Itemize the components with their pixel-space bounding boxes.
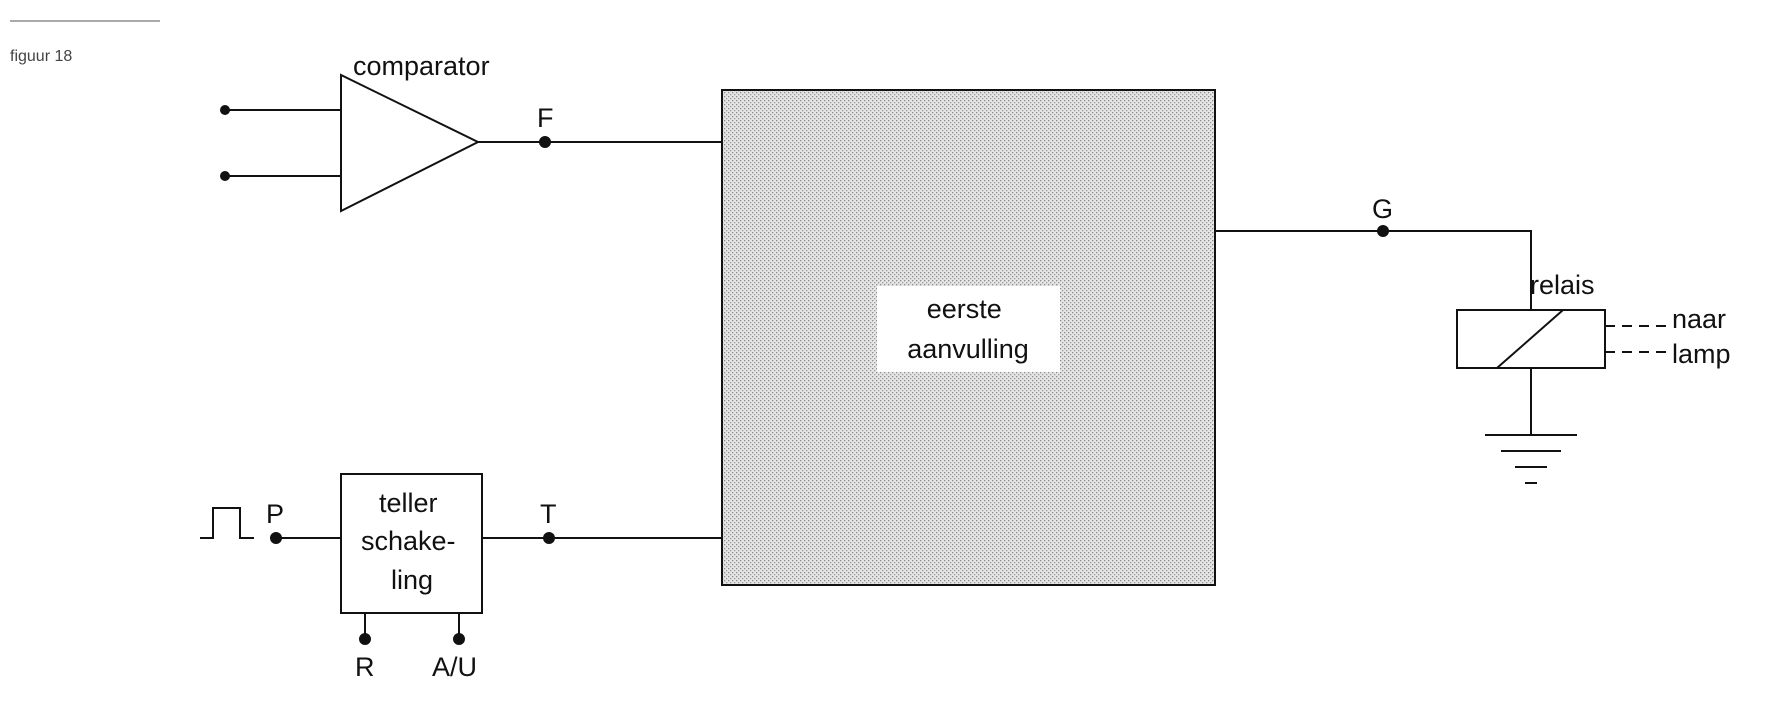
label-F: F	[537, 103, 554, 133]
node-AU	[453, 633, 465, 645]
label-G: G	[1372, 194, 1393, 224]
counter-group: P teller schake- ling T R A/U	[200, 473, 722, 682]
naar-label: naar	[1672, 304, 1726, 334]
counter-label-line-1: teller	[379, 488, 438, 518]
block-label-background	[877, 286, 1060, 372]
label-P: P	[266, 499, 284, 529]
block-label: eerste aanvulling	[907, 294, 1029, 364]
node-F	[539, 136, 551, 148]
relais-label: relais	[1530, 270, 1595, 300]
counter-label-line-2: schake-	[361, 526, 456, 556]
output-relay-group: G relais naar lamp	[1215, 194, 1731, 484]
label-T: T	[540, 499, 557, 529]
lamp-label: lamp	[1672, 339, 1731, 369]
label-R: R	[355, 652, 375, 682]
counter-label-line-3: ling	[391, 565, 433, 595]
counter-label: teller schake- ling	[361, 488, 463, 595]
relay-coil-icon	[1456, 309, 1606, 369]
block-label-line-1: eerste	[927, 294, 1002, 324]
pulse-icon	[200, 507, 254, 539]
ground-icon	[1485, 434, 1577, 484]
node-G	[1377, 225, 1389, 237]
comparator-triangle	[340, 73, 481, 213]
figure-label: figuur 18	[10, 48, 72, 65]
node-T	[543, 532, 555, 544]
eerste-aanvulling-block: eerste aanvulling	[721, 89, 1216, 586]
comparator-group: comparator F	[220, 51, 722, 213]
comparator-label: comparator	[353, 51, 490, 81]
counter-box	[340, 473, 483, 614]
wire-G	[1215, 230, 1532, 310]
block-label-line-2: aanvulling	[907, 334, 1029, 364]
label-AU: A/U	[432, 652, 477, 682]
node-R	[359, 633, 371, 645]
